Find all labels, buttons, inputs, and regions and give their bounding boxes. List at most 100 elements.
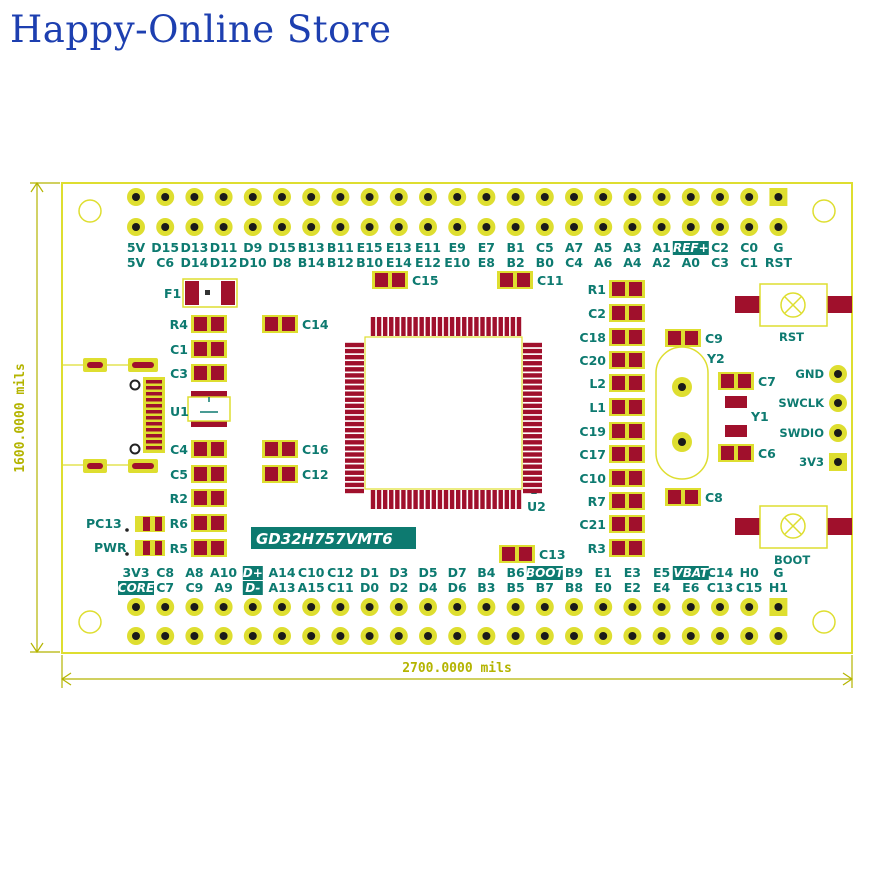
component-label: C3 <box>170 366 188 381</box>
pin-drill <box>482 632 491 640</box>
smd-pad <box>612 282 625 296</box>
mcu-pin <box>449 317 455 336</box>
mcu-pin <box>345 397 364 402</box>
mcu-pin <box>345 354 364 360</box>
component-label: R5 <box>170 541 188 556</box>
header-pin-label: E10 <box>444 255 470 270</box>
component-label: C2 <box>588 306 606 321</box>
pin-drill <box>570 223 578 231</box>
pin-drill <box>219 603 228 611</box>
header-pin-label: A2 <box>652 255 670 270</box>
header-pin-label: E3 <box>624 565 641 580</box>
smd-pad <box>612 376 625 390</box>
pin-drill <box>336 193 345 201</box>
pin-drill <box>219 632 228 640</box>
mcu-pin <box>523 415 542 421</box>
pin-drill <box>394 223 403 231</box>
mcu-pin <box>345 385 364 390</box>
header-pin-label: A7 <box>565 240 583 255</box>
smd-pad <box>668 331 681 345</box>
pin-drill <box>161 223 170 231</box>
mcu-pin <box>376 317 382 336</box>
smd-pad <box>194 541 207 555</box>
smd-pad <box>612 447 625 461</box>
header-pin-label: A1 <box>652 240 670 255</box>
component-label: C19 <box>579 424 606 439</box>
component-label: C13 <box>539 547 566 562</box>
mcu-pin <box>425 317 430 336</box>
smd-pad <box>194 366 207 380</box>
component-label: C12 <box>302 467 329 482</box>
smd-pad <box>375 273 388 287</box>
mcu-body-outline <box>364 336 523 490</box>
pin-drill <box>424 193 432 201</box>
header-pin-label: B8 <box>565 580 583 595</box>
mcu-pin <box>523 342 542 348</box>
pin-drill <box>307 603 316 611</box>
header-pin-label: A14 <box>268 565 295 580</box>
smd-pad <box>612 471 625 485</box>
pin-drill <box>599 193 608 201</box>
mounting-hole <box>78 610 102 634</box>
pin-drill <box>424 632 432 640</box>
mcu-pin <box>510 490 516 509</box>
mcu-pin <box>492 317 497 336</box>
pin-drill <box>657 193 666 201</box>
mcu-pin <box>474 317 479 336</box>
header-pin-label: B13 <box>298 240 325 255</box>
smd-pad <box>211 491 224 505</box>
smd-pad <box>629 282 642 296</box>
mcu-pin <box>345 367 364 372</box>
smd-pad <box>265 317 278 331</box>
mcu-pin <box>523 470 542 475</box>
smd-pad <box>629 306 642 320</box>
smd-pad <box>282 317 295 331</box>
header-pin-label: RST <box>765 255 793 270</box>
component-label: R2 <box>170 491 188 506</box>
header-pin-label: H1 <box>769 580 788 595</box>
mcu-pin <box>419 317 424 336</box>
smd-pad <box>194 317 207 331</box>
pin-drill <box>745 223 754 231</box>
label-rst-button: RST <box>779 330 804 344</box>
height-dimension: 1600.0000 mils <box>13 181 60 654</box>
pin-drill <box>365 193 374 201</box>
mounting-hole <box>812 199 836 223</box>
header-pin-label: D4 <box>418 580 437 595</box>
mcu-pin <box>370 490 376 509</box>
label-swd-swclk: SWCLK <box>778 396 825 410</box>
smd-pad <box>629 517 642 531</box>
component-label: C8 <box>705 490 723 505</box>
header-pin-label: C10 <box>298 565 325 580</box>
mcu-pin <box>413 490 418 509</box>
smd-pad <box>629 541 642 555</box>
pin-drill <box>570 603 578 611</box>
pin-drill <box>336 603 345 611</box>
pin-drill <box>774 193 783 201</box>
crystal-y1: Y1 <box>725 396 769 437</box>
mcu-pin <box>345 434 364 439</box>
header-pin-label: D- <box>245 581 260 595</box>
pin-drill <box>394 632 403 640</box>
smd-pad <box>738 374 751 388</box>
mcu-pin <box>345 379 364 384</box>
smd-pad <box>612 306 625 320</box>
mcu-pin <box>486 490 491 509</box>
header-pin-label: C11 <box>327 580 354 595</box>
pin-drill <box>336 632 345 640</box>
smd-pad <box>265 467 278 481</box>
label-u2: U2 <box>527 499 546 514</box>
mcu-pin <box>443 490 449 509</box>
pin-drill <box>190 632 199 640</box>
mcu-pin <box>345 458 364 463</box>
component-label: C11 <box>537 273 564 288</box>
header-pin-label: 5V <box>127 240 146 255</box>
header-pin-label: B7 <box>536 580 554 595</box>
header-label-highlight <box>526 566 563 580</box>
mcu-name: GD32H757VMT6 <box>256 530 393 548</box>
pin-drill <box>716 603 724 611</box>
mcu-pin <box>523 446 542 451</box>
smd-pad <box>194 467 207 481</box>
